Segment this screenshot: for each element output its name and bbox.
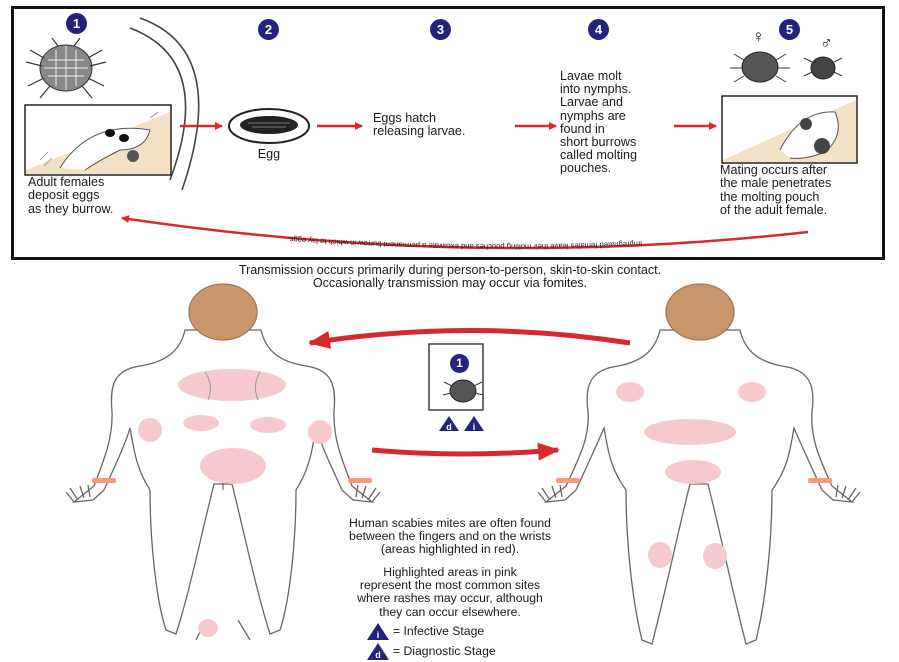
stage-1-text: Adult females deposit eggs as they burro… [28,176,113,216]
legend-diagnostic-label: = Diagnostic Stage [393,645,496,658]
female-symbol: ♀ [752,30,765,43]
stage-badge-3: 3 [430,19,451,40]
transmission-arrow-right [372,450,558,454]
stage-5-text: Mating occurs after the male penetrates … [720,164,831,218]
legend-infective-triangle-icon: i [367,623,389,640]
legend-infective-label: = Infective Stage [393,625,484,638]
egg-label: Egg [249,148,289,161]
legend-diagnostic-triangle-icon: d [367,643,389,660]
stage-badge-4: 4 [588,19,609,40]
stage-4-text: Lavae molt into nymphs. Larvae and nymph… [560,70,637,176]
center-stage-badge: 1 [450,354,469,373]
svg-text:i: i [473,422,476,432]
infective-triangle-icon: i [464,416,484,432]
svg-text:d: d [375,650,381,660]
stage-badge-2: 2 [258,19,279,40]
svg-text:d: d [446,422,452,432]
pink-areas-note: Highlighted areas in pink represent the … [290,566,610,619]
wrist-note: Human scabies mites are often found betw… [290,517,610,557]
stage-3-text: Eggs hatch releasing larvae. [373,112,465,139]
transmission-text: Transmission occurs primarily during per… [120,264,780,291]
svg-text:i: i [377,630,380,640]
male-symbol: ♂ [820,36,833,49]
stage-badge-1: 1 [66,13,87,34]
stage-badge-5: 5 [779,19,800,40]
diagnostic-triangle-icon: d [439,416,459,432]
transmission-arrow-left [310,331,630,344]
